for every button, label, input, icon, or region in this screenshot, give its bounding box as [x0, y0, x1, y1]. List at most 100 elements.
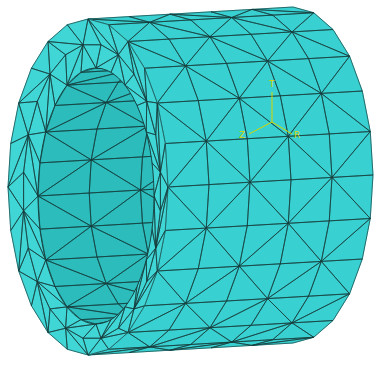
mesh-edge	[141, 190, 194, 223]
mesh-edge	[91, 190, 142, 226]
mesh-edge	[148, 96, 208, 126]
inner-face	[170, 278, 221, 301]
inner-face	[148, 96, 208, 126]
outer-face	[321, 218, 370, 261]
mesh-edge	[141, 154, 194, 190]
mesh-edge	[250, 136, 291, 182]
mesh-edge	[128, 42, 147, 102]
mesh-edge	[194, 220, 251, 251]
inner-face	[209, 248, 260, 278]
mesh-edge	[106, 254, 157, 284]
mesh-edge	[66, 328, 88, 355]
mesh-edge	[91, 226, 148, 257]
mesh-edge	[273, 13, 314, 32]
mesh-edge	[288, 93, 329, 136]
mesh-edge	[160, 172, 168, 211]
mesh-edge	[97, 102, 148, 129]
mesh-edge	[280, 223, 321, 264]
inner-face	[148, 96, 208, 126]
inner-face	[148, 220, 199, 254]
outer-face	[321, 259, 362, 294]
mesh-edge	[186, 266, 240, 303]
mesh-edge	[206, 98, 247, 141]
inner-face	[183, 311, 234, 318]
mesh-edge	[50, 55, 67, 85]
inner-face	[118, 69, 169, 82]
mesh-edge	[209, 275, 272, 295]
mesh-edge	[206, 226, 247, 267]
mesh-edge	[321, 218, 370, 261]
mesh-edge	[292, 294, 350, 323]
mesh-edge	[91, 223, 148, 254]
outer-face	[288, 177, 332, 223]
mesh-edge	[309, 56, 350, 93]
outer-face	[292, 13, 333, 32]
inner-face	[199, 59, 250, 63]
mesh-edge	[38, 193, 91, 226]
outer-face	[288, 134, 332, 177]
mesh-edge	[194, 120, 251, 154]
mesh-edge	[239, 61, 280, 98]
axis-label: T	[269, 80, 275, 89]
inner-face	[91, 126, 148, 160]
mesh-edge	[148, 220, 199, 254]
mesh-edge	[67, 284, 118, 307]
mesh-edge	[227, 266, 268, 301]
mesh-edge	[148, 96, 208, 126]
inner-face	[235, 60, 286, 73]
mesh-edge	[170, 63, 235, 79]
mesh-edge	[194, 184, 245, 220]
mesh-edge	[288, 177, 332, 223]
mesh-edge	[40, 226, 91, 260]
mesh-edge	[321, 91, 370, 132]
mesh-edge	[106, 284, 169, 304]
mesh-edge	[142, 126, 193, 157]
front-annulus	[146, 101, 156, 134]
inner-face	[194, 151, 245, 184]
mesh-edge	[132, 62, 198, 69]
mesh-edge	[168, 185, 209, 228]
inner-face	[209, 73, 272, 96]
mesh-edge	[38, 196, 91, 229]
mesh-edge	[148, 123, 199, 154]
mesh-edge	[321, 56, 362, 93]
mesh-edge	[48, 328, 67, 349]
mesh-edge	[28, 101, 46, 134]
inner-face	[132, 66, 183, 79]
inner-face	[170, 63, 235, 79]
inner-face	[148, 251, 208, 278]
mesh-edge	[48, 309, 66, 333]
inner-face	[141, 154, 194, 190]
inner-face	[183, 62, 234, 66]
outer-face	[292, 320, 333, 337]
mesh-edge	[199, 59, 250, 63]
mesh-edge	[186, 266, 240, 303]
inner-face	[38, 193, 91, 226]
mesh-edge	[292, 30, 350, 57]
triad-axis	[272, 92, 273, 122]
inner-face	[200, 248, 251, 278]
mesh-edge	[170, 342, 232, 350]
mesh-edge	[309, 261, 350, 296]
mesh-edge	[141, 187, 194, 220]
axis-label: Z	[239, 131, 245, 140]
outer-face	[206, 139, 250, 182]
mesh-edge	[183, 311, 234, 318]
mesh-edge	[88, 19, 118, 55]
mesh-edge	[19, 74, 50, 103]
triad-axis	[249, 122, 272, 134]
inner-face	[235, 295, 286, 311]
outer-surface	[88, 7, 373, 355]
mesh-edge	[132, 317, 198, 321]
mesh-edge	[24, 196, 40, 229]
inner-face	[106, 254, 157, 284]
mesh-edge	[19, 68, 50, 103]
mesh-edge	[11, 103, 29, 144]
mesh-edge	[329, 177, 370, 220]
mesh-edge	[200, 248, 251, 278]
outer-face	[252, 337, 314, 345]
mesh-edge	[157, 101, 206, 142]
mesh-edge	[232, 15, 292, 32]
inner-face	[157, 278, 208, 301]
mesh-edge	[55, 85, 106, 105]
